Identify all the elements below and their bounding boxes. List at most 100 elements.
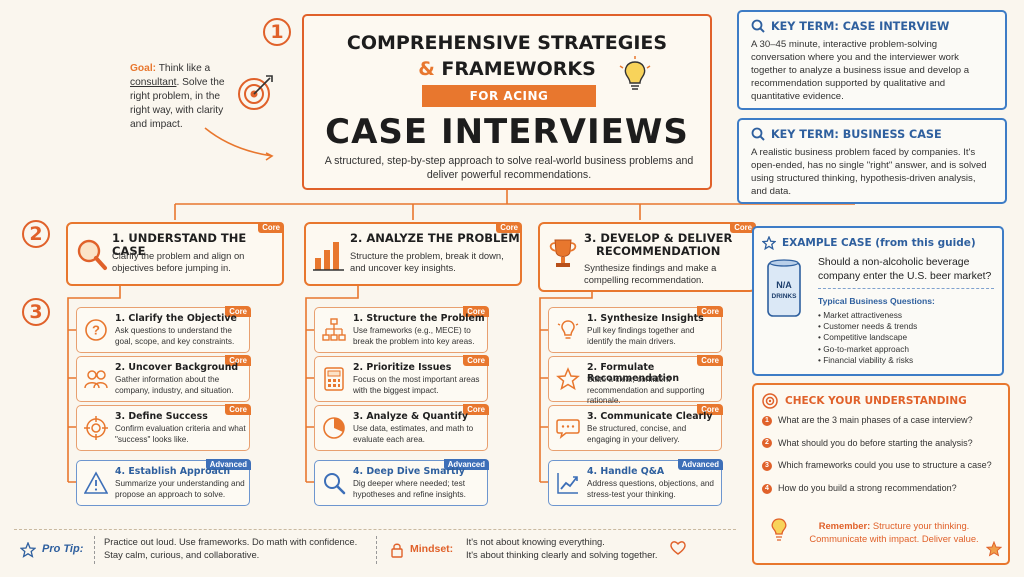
chat-bubble-icon: [556, 419, 580, 439]
magnifying-glass-icon: [77, 239, 107, 270]
sub-desc: Address questions, objections, and stres…: [587, 479, 714, 499]
core-badge: Core: [697, 355, 723, 366]
example-list: • Market attractiveness • Customer needs…: [818, 310, 917, 366]
remember-b: Communicate with impact. Deliver value.: [809, 533, 979, 544]
hierarchy-icon: [322, 318, 346, 341]
step-synthesize-insights: Core 1. Synthesize Insights Pull key fin…: [548, 306, 723, 353]
step-number-1: 1: [263, 18, 291, 46]
list-item: • Customer needs & trends: [818, 321, 918, 332]
beverage-can-icon: N/A DRINKS: [767, 259, 801, 317]
sub-desc: Summarize your understanding and propose…: [115, 479, 245, 499]
question-mark-icon: ?: [85, 319, 107, 341]
sub-desc: Be structured, concise, and engaging in …: [587, 424, 687, 444]
lightbulb-icon: [619, 56, 651, 90]
mindset-label: Mindset:: [410, 543, 454, 555]
key-term-2-title: KEY TERM: BUSINESS CASE: [771, 127, 942, 141]
phase-3-title-a: 3. DEVELOP & DELIVER: [584, 231, 733, 245]
sub-title: 1. Synthesize Insights: [587, 313, 704, 324]
sub-title: 3. Communicate Clearly: [587, 411, 713, 422]
mindset-line-1: It's not about knowing everything.: [466, 536, 605, 547]
core-badge: Core: [225, 404, 251, 415]
core-badge: Core: [496, 222, 522, 233]
bar-chart-icon: [313, 242, 344, 271]
lock-icon: [391, 543, 403, 558]
lightbulb-icon: [557, 320, 579, 339]
example-question: Should a non-alcoholic beverage company …: [818, 257, 992, 282]
calculator-icon: [324, 367, 344, 391]
core-badge: Core: [697, 404, 723, 415]
title-main: CASE INTERVIEWS: [325, 112, 689, 152]
core-badge: Core: [697, 306, 723, 317]
step-number-2: 2: [22, 220, 50, 248]
mindset-text: It's not about knowing everything. It's …: [466, 535, 658, 561]
core-badge: Core: [730, 222, 756, 233]
key-term-1-heading: KEY TERM: CASE INTERVIEW: [751, 19, 993, 33]
can-label-2: DRINKS: [772, 293, 798, 300]
advanced-badge: Advanced: [443, 459, 489, 470]
title-line-1: COMPREHENSIVE STRATEGIES: [346, 32, 668, 54]
sub-desc: Pull key findings together and identify …: [587, 326, 695, 346]
example-subheading: Typical Business Questions:: [818, 296, 935, 306]
step-number-3: 3: [22, 298, 50, 326]
key-term-business-case: KEY TERM: BUSINESS CASE A realistic busi…: [737, 118, 1007, 204]
title-line-2: & FRAMEWORKS: [304, 58, 710, 80]
bottom-tips-bar: Pro Tip: Practice out loud. Use framewor…: [14, 529, 736, 567]
title-ribbon: FOR ACING: [422, 85, 596, 107]
core-badge: Core: [463, 306, 489, 317]
mindset-line-2: It's about thinking clearly and solving …: [466, 549, 658, 560]
trend-chart-icon: [557, 473, 578, 494]
title-subtitle: A structured, step-by-step approach to s…: [324, 155, 694, 181]
phase-2-title: 2. ANALYZE THE PROBLEM: [350, 231, 520, 245]
target-icon: [762, 393, 778, 409]
sub-desc: Use data, estimates, and math to evaluat…: [353, 424, 474, 444]
phase-3-title-b: RECOMMENDATION: [596, 244, 721, 258]
example-heading: EXAMPLE CASE (from this guide): [782, 237, 976, 249]
list-item: • Market attractiveness: [818, 310, 903, 320]
step-clarify-objective: Core ? 1. Clarify the Objective Ask ques…: [76, 306, 251, 353]
step-analyze-quantify: Core 3. Analyze & Quantify Use data, est…: [314, 404, 489, 451]
phase-2-desc: Structure the problem, break it down, an…: [350, 250, 504, 273]
lightbulb-icon: [771, 518, 787, 541]
title-ampersand: &: [418, 58, 435, 80]
sub-title: 2. Formulate Recommendation: [587, 362, 679, 384]
sub-desc: Focus on the most important areas with t…: [353, 375, 480, 395]
sub-title: 4. Handle Q&A: [587, 466, 665, 477]
sub-desc: Confirm evaluation criteria and what "su…: [115, 424, 246, 444]
step-uncover-background: Core 2. Uncover Background Gather inform…: [76, 355, 251, 402]
magnifier-icon: [751, 127, 765, 141]
sub-title: 1. Structure the Problem: [353, 313, 485, 324]
step-formulate-recommendation: Core 2. Formulate Recommendation State a…: [548, 355, 723, 405]
pie-chart-icon: [323, 417, 345, 439]
heart-icon: [670, 541, 686, 555]
core-badge: Core: [225, 355, 251, 366]
sub-desc: Dig deeper where needed; test hypotheses…: [353, 479, 466, 499]
phase-3-desc: Synthesize findings and make a compellin…: [584, 262, 717, 285]
check-heading-row: CHECK YOUR UNDERSTANDING: [762, 393, 967, 409]
step-structure-problem: Core 1. Structure the Problem Use framew…: [314, 306, 489, 353]
crosshair-icon: [84, 416, 108, 440]
remember-a: Structure your thinking.: [872, 520, 970, 531]
step-define-success: Core 3. Define Success Confirm evaluatio…: [76, 404, 251, 451]
star-icon: [20, 542, 36, 558]
title-box: COMPREHENSIVE STRATEGIES & FRAMEWORKS FO…: [302, 14, 712, 190]
pro-tip-text: Practice out loud. Use frameworks. Do ma…: [104, 535, 357, 561]
title-frameworks: FRAMEWORKS: [441, 58, 596, 80]
warning-triangle-icon: [84, 471, 108, 494]
sub-title: 4. Establish Approach: [115, 466, 231, 477]
phase-3-title: 3. DEVELOP & DELIVER RECOMMENDATION: [584, 232, 732, 258]
example-case-box: EXAMPLE CASE (from this guide) N/A DRINK…: [752, 226, 1004, 376]
can-label-1: N/A: [776, 280, 792, 290]
people-icon: [84, 370, 108, 389]
goal-note: Goal: Think like a consultant. Solve the…: [130, 62, 242, 132]
key-term-case-interview: KEY TERM: CASE INTERVIEW A 30–45 minute,…: [737, 10, 1007, 110]
star-icon: [556, 367, 580, 391]
core-badge: Core: [225, 306, 251, 317]
key-term-1-body: A 30–45 minute, interactive problem-solv…: [751, 39, 970, 102]
key-term-1-title: KEY TERM: CASE INTERVIEW: [771, 19, 950, 33]
list-item: • Financial viability & risks: [818, 354, 914, 365]
search-icon: [324, 473, 346, 495]
list-item: • Competitive landscape: [818, 332, 908, 343]
example-heading-row: EXAMPLE CASE (from this guide): [762, 236, 976, 250]
sub-title: 2. Uncover Background: [115, 362, 239, 373]
